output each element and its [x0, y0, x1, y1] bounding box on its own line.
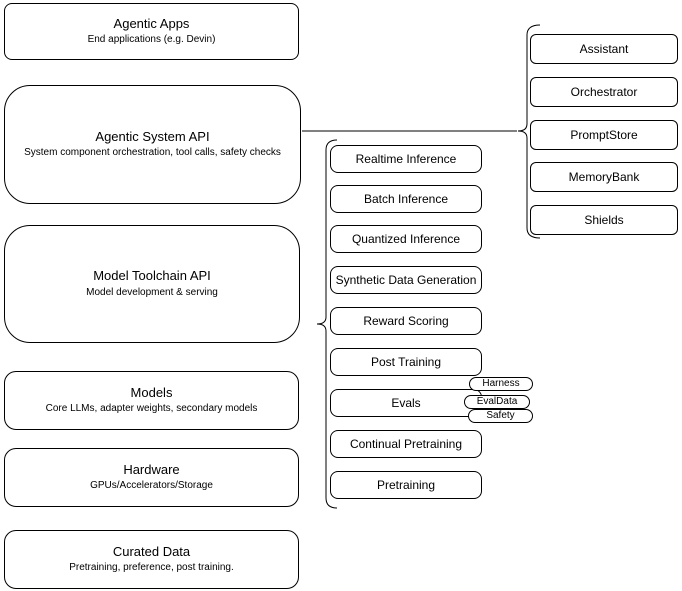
- layer-subtitle: Pretraining, preference, post training.: [69, 562, 234, 574]
- system-node-assistant: Assistant: [530, 34, 678, 64]
- system-node-promptstore: PromptStore: [530, 120, 678, 150]
- layer-title: Model Toolchain API: [93, 268, 211, 284]
- layer-box-models: Models Core LLMs, adapter weights, secon…: [4, 371, 299, 430]
- system-node-shields: Shields: [530, 205, 678, 235]
- layer-box-agentic-apps: Agentic Apps End applications (e.g. Devi…: [4, 3, 299, 60]
- layer-subtitle: Model development & serving: [86, 286, 218, 298]
- toolchain-group-brace: [316, 139, 338, 509]
- system-group-brace: [517, 24, 541, 239]
- system-node-orchestrator: Orchestrator: [530, 77, 678, 107]
- toolchain-node-synthetic-data-generation: Synthetic Data Generation: [330, 266, 482, 294]
- toolchain-node-post-training: Post Training: [330, 348, 482, 376]
- layer-title: Hardware: [123, 461, 180, 477]
- layer-box-curated-data: Curated Data Pretraining, preference, po…: [4, 530, 299, 589]
- evals-tag-evaldata: EvalData: [464, 395, 530, 409]
- toolchain-node-continual-pretraining: Continual Pretraining: [330, 430, 482, 458]
- layer-box-hardware: Hardware GPUs/Accelerators/Storage: [4, 448, 299, 507]
- layer-subtitle: GPUs/Accelerators/Storage: [90, 480, 213, 492]
- layer-box-model-toolchain-api: Model Toolchain API Model development & …: [4, 225, 300, 343]
- layer-subtitle: Core LLMs, adapter weights, secondary mo…: [45, 403, 258, 415]
- toolchain-node-reward-scoring: Reward Scoring: [330, 307, 482, 335]
- toolchain-node-batch-inference: Batch Inference: [330, 185, 482, 213]
- toolchain-node-realtime-inference: Realtime Inference: [330, 145, 482, 173]
- evals-tag-safety: Safety: [468, 409, 533, 423]
- layer-title: Curated Data: [112, 543, 191, 559]
- toolchain-node-evals: Evals: [330, 389, 482, 417]
- layer-title: Agentic Apps: [113, 15, 190, 31]
- evals-tag-harness: Harness: [469, 377, 533, 391]
- layer-box-agentic-system-api: Agentic System API System component orch…: [4, 85, 301, 204]
- layer-title: Agentic System API: [95, 128, 210, 144]
- toolchain-node-pretraining: Pretraining: [330, 471, 482, 499]
- system-node-memorybank: MemoryBank: [530, 162, 678, 192]
- toolchain-node-quantized-inference: Quantized Inference: [330, 225, 482, 253]
- layer-subtitle: System component orchestration, tool cal…: [24, 147, 281, 159]
- layer-title: Models: [130, 384, 173, 400]
- layer-subtitle: End applications (e.g. Devin): [87, 34, 216, 46]
